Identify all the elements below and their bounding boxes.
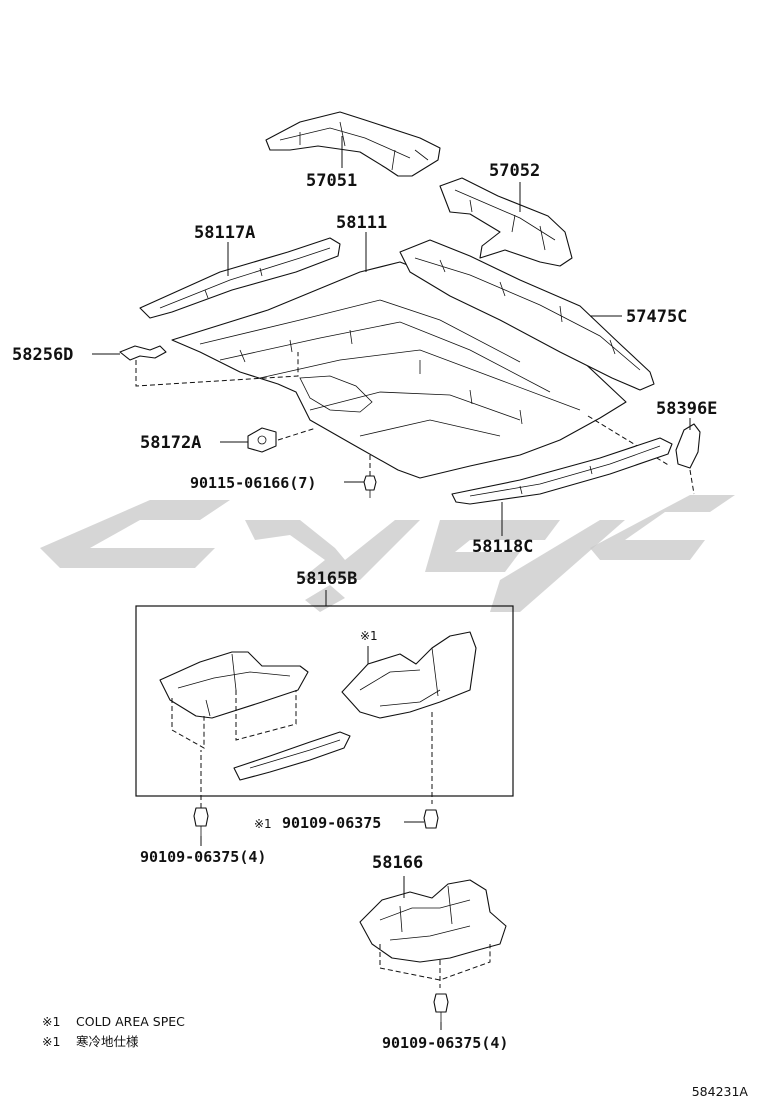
bolt-90109-left — [193, 750, 209, 846]
group-box-58165B — [135, 605, 514, 797]
label-57475C: 57475C — [626, 307, 687, 327]
part-57051 — [265, 111, 441, 177]
part-57052 — [439, 177, 573, 267]
label-58172A: 58172A — [140, 433, 201, 453]
part-58165B-strip — [233, 731, 351, 781]
note-1-mark: ※1 — [42, 1014, 60, 1029]
label-90109-06375-left: 90109-06375(4) — [140, 848, 266, 866]
label-90109-06375-mid: 90109-06375 — [282, 814, 381, 832]
bolt-90109-mid — [404, 809, 439, 829]
cold-marker-inner: ※1 — [360, 629, 378, 643]
part-58165B-left-cover — [159, 651, 309, 749]
label-90115-06166: 90115-06166(7) — [190, 474, 316, 492]
label-58166: 58166 — [372, 853, 423, 873]
note-2-mark: ※1 — [42, 1034, 60, 1049]
label-58118C: 58118C — [472, 537, 533, 557]
part-58256D — [92, 345, 299, 387]
label-58165B: 58165B — [296, 569, 357, 589]
label-58117A: 58117A — [194, 223, 255, 243]
note-1-text: COLD AREA SPEC — [76, 1014, 185, 1029]
part-58166 — [359, 876, 507, 988]
figure-id: 584231A — [692, 1084, 749, 1099]
watermark-logo — [40, 495, 735, 612]
part-58117A — [139, 237, 341, 319]
label-57052: 57052 — [489, 161, 540, 181]
label-58396E: 58396E — [656, 399, 717, 419]
note-2-text: 寒冷地仕様 — [76, 1034, 139, 1049]
label-58111: 58111 — [336, 213, 387, 233]
cold-marker-mid: ※1 — [254, 817, 272, 831]
bolt-90115 — [344, 452, 377, 498]
part-58165B-right-cover — [341, 631, 477, 719]
bolt-90109-bottom — [433, 993, 449, 1030]
label-58256D: 58256D — [12, 345, 73, 365]
label-90109-06375-bottom: 90109-06375(4) — [382, 1034, 508, 1052]
part-58396E — [587, 415, 701, 495]
part-58172A — [220, 427, 317, 453]
part-58118C — [451, 437, 673, 536]
part-57475C — [399, 239, 655, 391]
label-57051: 57051 — [306, 171, 357, 191]
